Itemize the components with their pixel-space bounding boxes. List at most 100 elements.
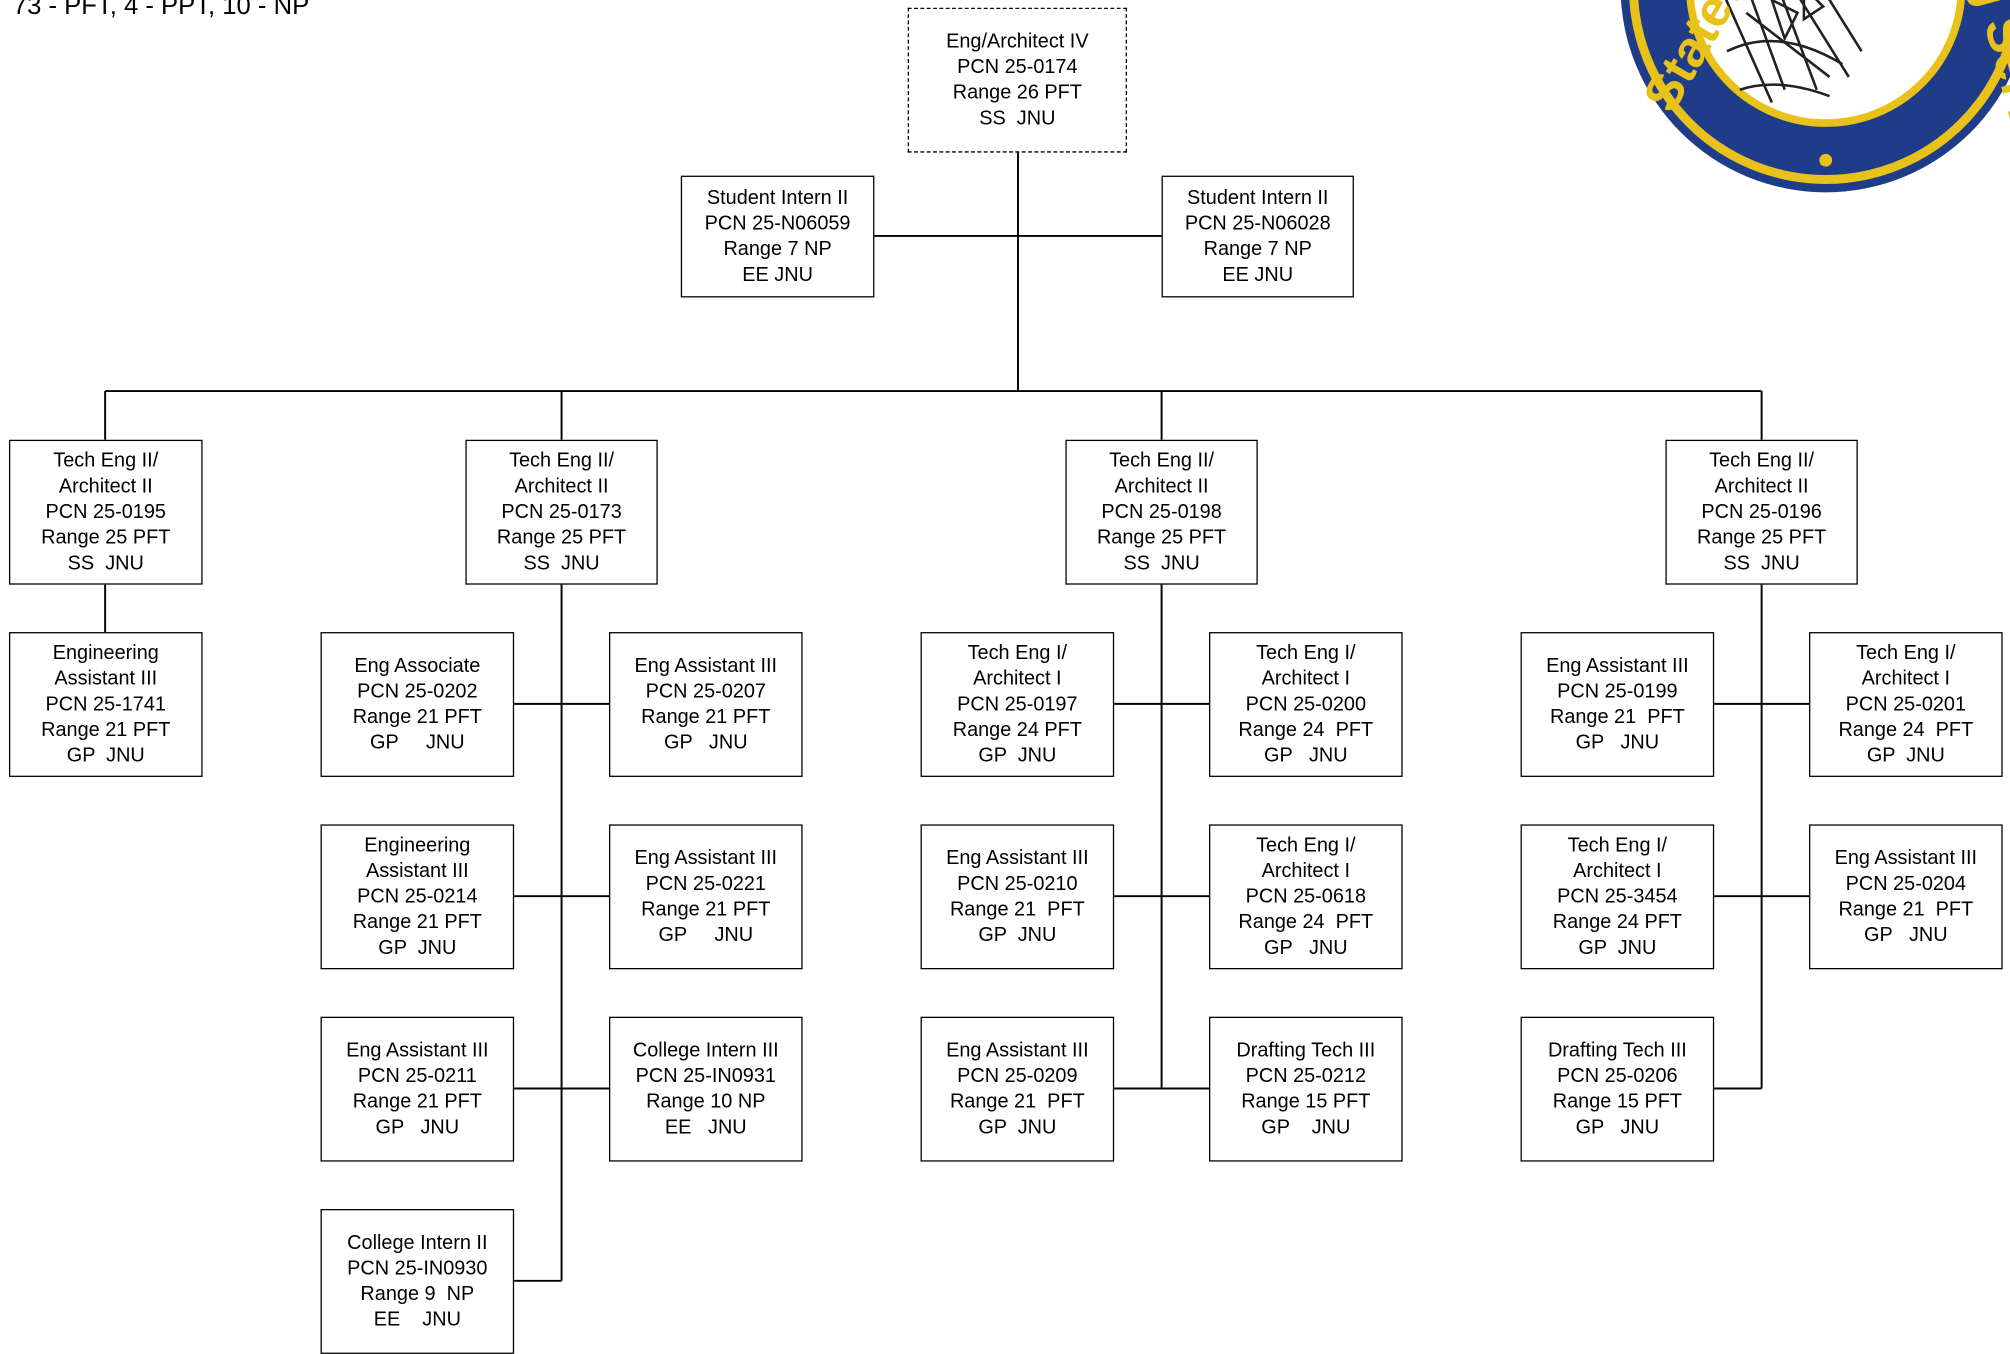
position-line: Range 21 PFT: [1549, 705, 1685, 728]
position-line: Range 15 PFT: [1241, 1090, 1371, 1113]
position-line: Range 21 PFT: [352, 705, 482, 728]
position-line: SS JNU: [979, 107, 1056, 129]
position-line: Tech Eng I/: [1856, 641, 1956, 664]
position-line: Range 25 PFT: [41, 526, 171, 549]
position-line: Range 21 PFT: [641, 898, 771, 920]
position-line: Tech Eng II/: [53, 449, 159, 472]
position-line: PCN 25-0200: [1245, 692, 1367, 715]
position-line: Range 21 PFT: [949, 898, 1085, 920]
position-line: Architect II: [514, 475, 609, 497]
position-line: Tech Eng I/: [1256, 641, 1356, 664]
position-line: PCN 25-0173: [501, 500, 622, 523]
position-line: Range 21 PFT: [352, 910, 482, 933]
position-line: Drafting Tech III: [1236, 1039, 1376, 1061]
position-line: PCN 25-0204: [1845, 872, 1967, 895]
position-line: PCN 25-0199: [1557, 680, 1678, 702]
position-line: GP JNU: [978, 1116, 1057, 1138]
position-line: Engineering: [52, 641, 159, 664]
position-line: GP JNU: [664, 731, 748, 754]
position-line: Eng Assistant III: [946, 846, 1089, 869]
position-line: Tech Eng II/: [509, 449, 615, 472]
position-line: Range 7 NP: [1203, 237, 1312, 260]
position-line: Range 21 PFT: [1838, 898, 1974, 920]
position-line: PCN 25-0207: [645, 680, 766, 702]
position-line: EE JNU: [1222, 263, 1294, 286]
position-line: Tech Eng II/: [1109, 449, 1215, 472]
position-line: GP JNU: [1864, 923, 1948, 946]
position-line: PCN 25-3454: [1557, 885, 1678, 908]
position-line: GP JNU: [378, 936, 457, 959]
position-line: SS JNU: [523, 551, 600, 574]
statewide-services-seal-logo: Statewide ng Services: [1621, 0, 2010, 230]
position-line: EE JNU: [742, 263, 813, 286]
position-line: Eng Assistant III: [946, 1039, 1089, 1061]
position-line: Architect II: [1714, 475, 1809, 497]
position-line: Range 25 PFT: [496, 526, 627, 549]
position-line: Tech Eng II/: [1709, 449, 1815, 472]
position-line: PCN 25-0206: [1557, 1064, 1678, 1087]
position-line: Range 21 PFT: [352, 1090, 482, 1113]
position-line: Architect I: [1261, 859, 1350, 882]
position-line: Eng Assistant III: [634, 654, 778, 677]
position-line: GP JNU: [978, 744, 1057, 767]
position-line: PCN 25-IN0931: [635, 1064, 776, 1087]
position-line: PCN 25-IN0930: [347, 1257, 488, 1279]
position-line: Range 25 PFT: [1696, 526, 1827, 549]
position-line: Range 24 PFT: [952, 718, 1082, 741]
position-line: PCN 25-0221: [645, 872, 766, 895]
position-line: PCN 25-N06028: [1184, 212, 1331, 234]
position-line: Range 21 PFT: [641, 705, 771, 728]
position-line: Assistant III: [365, 859, 469, 882]
position-line: PCN 25-0211: [357, 1064, 477, 1087]
position-line: Eng Associate: [354, 654, 481, 677]
position-line: Tech Eng I/: [967, 641, 1068, 664]
position-line: Range 21 PFT: [41, 718, 171, 741]
position-line: PCN 25-0212: [1245, 1064, 1367, 1087]
position-line: GP JNU: [1578, 936, 1657, 959]
position-line: GP JNU: [370, 731, 465, 754]
position-line: Tech Eng I/: [1256, 834, 1356, 856]
position-line: Architect I: [1573, 859, 1662, 882]
position-line: EE JNU: [373, 1308, 461, 1331]
position-line: PCN 25-0201: [1845, 692, 1967, 715]
position-line: Range 26 PFT: [952, 81, 1082, 104]
position-line: PCN 25-0198: [1101, 500, 1222, 523]
position-line: GP JNU: [1575, 1116, 1660, 1138]
position-line: Range 24 PFT: [1838, 718, 1974, 741]
position-line: SS JNU: [1123, 551, 1200, 574]
position-line: GP JNU: [66, 744, 145, 767]
position-line: Architect I: [973, 667, 1062, 690]
position-line: Range 25 PFT: [1096, 526, 1227, 549]
position-line: PCN 25-N06059: [704, 212, 851, 234]
position-line: Architect II: [58, 475, 153, 497]
position-line: Student Intern II: [706, 186, 849, 209]
position-line: Range 21 PFT: [949, 1090, 1085, 1113]
position-line: Range 24 PFT: [1552, 910, 1682, 933]
position-line: PCN 25-0197: [957, 692, 1078, 715]
position-line: GP JNU: [375, 1116, 460, 1138]
position-line: PCN 25-0174: [957, 55, 1078, 78]
position-count-summary: 73 - PFT, 4 - PPT, 10 - NP: [12, 0, 310, 21]
position-line: Range 7 NP: [723, 237, 832, 260]
position-line: Architect I: [1861, 667, 1951, 690]
position-line: GP JNU: [1264, 936, 1348, 959]
